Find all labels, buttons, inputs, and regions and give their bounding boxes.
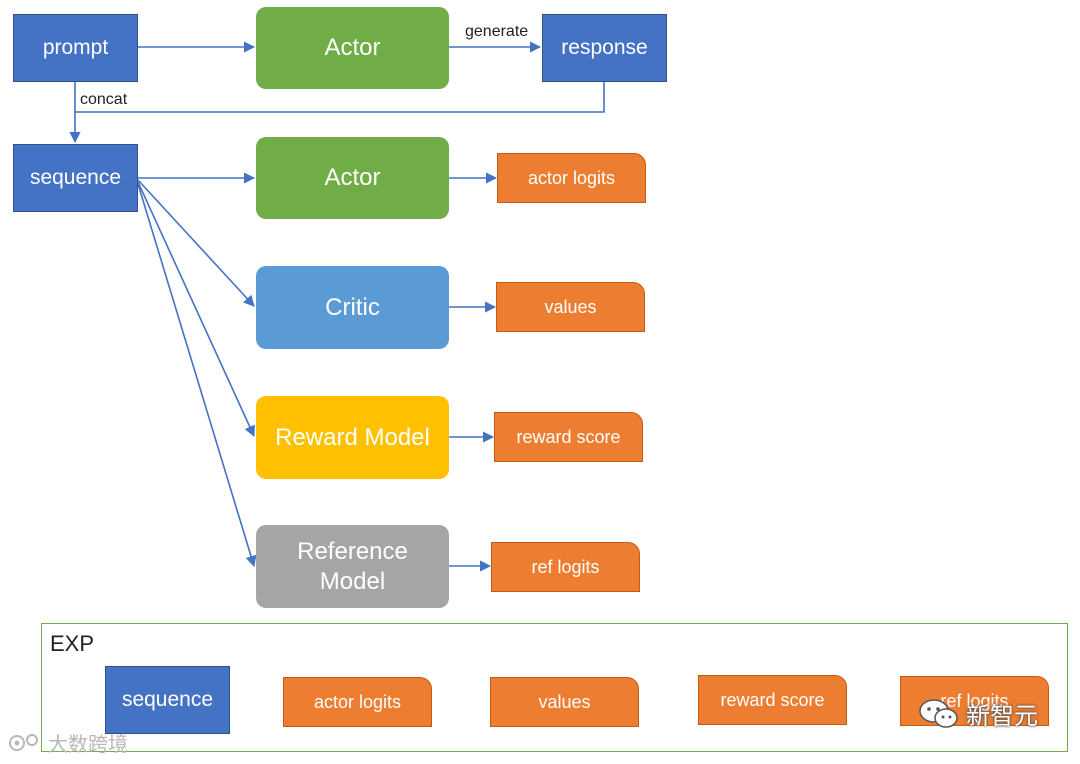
line-response-concat <box>75 82 605 113</box>
exp-ref-logits: ref logits <box>900 676 1049 726</box>
watermark-right-text: 新智元 <box>966 703 1038 730</box>
response-node: response <box>542 14 667 82</box>
prompt-node: prompt <box>13 14 138 82</box>
reference-model-node: Reference Model <box>256 525 449 608</box>
watermark-right: 新智元 <box>918 696 1038 731</box>
concat-label: concat <box>80 91 128 108</box>
exp-title: EXP <box>50 631 95 656</box>
reward-model-node: Reward Model <box>256 396 449 479</box>
values-output: values <box>496 282 645 332</box>
arrow-sequence-to-reference-model <box>137 183 257 568</box>
exp-container <box>41 623 1068 752</box>
ref-logits-output: ref logits <box>491 542 640 592</box>
exp-sequence: sequence <box>105 666 230 734</box>
exp-reward-score: reward score <box>698 675 847 725</box>
arrow-sequence-to-reward-model <box>137 181 255 438</box>
actor-logits-output: actor logits <box>497 153 646 203</box>
exp-actor-logits: actor logits <box>283 677 432 727</box>
exp-values: values <box>490 677 639 727</box>
sequence-node: sequence <box>13 144 138 212</box>
wechat-icon <box>919 698 958 728</box>
critic-node: Critic <box>256 266 449 349</box>
watermark-left: 大数跨境 <box>8 728 128 757</box>
actor-node: Actor <box>256 137 449 219</box>
reward-score-output: reward score <box>494 412 643 462</box>
eye-logo-icon <box>9 733 38 751</box>
watermark-left-text: 大数跨境 <box>48 734 128 756</box>
generate-label: generate <box>465 23 529 40</box>
actor-generate-node: Actor <box>256 7 449 89</box>
arrow-sequence-to-critic <box>137 179 255 307</box>
